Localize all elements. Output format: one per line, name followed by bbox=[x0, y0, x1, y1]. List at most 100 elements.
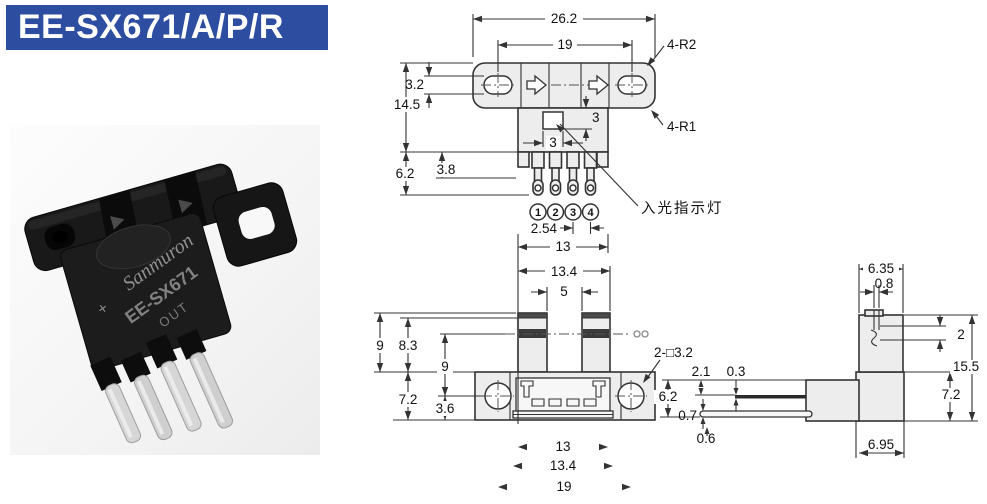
side-view-arrowheads bbox=[664, 265, 976, 457]
dim-axis-height: 9 bbox=[441, 359, 449, 374]
dim-bg bbox=[553, 38, 577, 52]
pin-number-callouts: 1 2 3 4 bbox=[529, 203, 600, 221]
connector-latches bbox=[520, 380, 606, 398]
dim-lead-length: 6.2 bbox=[396, 166, 415, 181]
dim-bg bbox=[432, 163, 460, 177]
dim-overall-width: 26.2 bbox=[551, 11, 577, 26]
dim-base-inner-width: 13.4 bbox=[550, 458, 577, 473]
pin-4-number: 4 bbox=[587, 207, 594, 219]
connector-contacts bbox=[531, 398, 597, 407]
dim-bg bbox=[545, 12, 583, 26]
dim-overall-height: 14.5 bbox=[394, 97, 420, 112]
receiver-arrow-icon bbox=[178, 199, 193, 214]
side-base-tower bbox=[855, 371, 905, 422]
body-boss bbox=[96, 224, 171, 270]
dim-base-depth: 6.95 bbox=[868, 437, 894, 452]
emitter-arrow-icon bbox=[110, 216, 125, 230]
dim-bg bbox=[545, 264, 583, 279]
indicator-label: 入光指示灯 bbox=[641, 200, 724, 217]
dim-indicator-down: 3 bbox=[592, 110, 600, 125]
optical-axis-mark bbox=[641, 330, 649, 338]
ear-hole bbox=[238, 206, 275, 239]
dim-overall-height: 15.5 bbox=[953, 359, 979, 374]
pin-1-number: 1 bbox=[535, 207, 541, 219]
dim-base-height: 7.2 bbox=[399, 392, 418, 407]
pin-3-highlight bbox=[163, 366, 194, 427]
pin-base-1 bbox=[90, 356, 122, 392]
side-head bbox=[858, 314, 904, 373]
dim-bg bbox=[390, 97, 424, 112]
side-view: 6.35 0.8 2 15.5 7.2 6.95 2.1 0.3 6.2 0.7… bbox=[654, 261, 983, 458]
left-hole-shadow bbox=[51, 230, 68, 243]
front-view: 13.4 5 9 8.3 9 7.2 3.6 2-□3.2 13 13.4 19 bbox=[372, 253, 693, 494]
dim-lead-thickness: 0.3 bbox=[727, 364, 746, 379]
left-tower-cap bbox=[517, 312, 548, 319]
pin-1-highlight bbox=[107, 388, 133, 438]
side-connector-block bbox=[805, 379, 860, 422]
dim-body-width: 13 bbox=[555, 239, 570, 254]
optical-slit bbox=[870, 310, 880, 347]
indicator-lamp bbox=[542, 111, 564, 130]
product-photo-art: Sanmuron EE-SX671 OUT + bbox=[24, 163, 298, 444]
dim-bg bbox=[394, 392, 422, 407]
pin-2-number: 2 bbox=[552, 207, 558, 219]
shoulder-left bbox=[517, 151, 530, 168]
bar-section-lines bbox=[520, 63, 610, 108]
dim-bg bbox=[394, 338, 422, 353]
optical-axis-mark bbox=[633, 330, 641, 338]
dim-mount-holes: 2-□3.2 bbox=[654, 345, 693, 360]
dim-slit-width: 0.8 bbox=[875, 276, 894, 291]
dim-bg bbox=[544, 459, 582, 473]
dim-bg bbox=[938, 388, 965, 402]
dim-head-height: 8.3 bbox=[399, 338, 418, 353]
dim-bg bbox=[550, 240, 576, 254]
dim-hole-center-height: 3.6 bbox=[436, 401, 455, 416]
dim-head-width: 13.4 bbox=[551, 264, 578, 279]
dim-bg bbox=[372, 338, 388, 353]
dim-corners-inner: 4-R1 bbox=[667, 119, 696, 134]
dim-hole-pitch: 19 bbox=[557, 37, 572, 52]
right-tower bbox=[581, 312, 611, 373]
dim-plate-thickness: 0.7 bbox=[678, 408, 697, 423]
top-view: 1 2 3 4 26.2 19 4-R2 4-R1 3.2 14.5 6.2 3… bbox=[390, 11, 724, 254]
dim-head-depth: 6.35 bbox=[868, 261, 894, 276]
dim-pin-pitch: 2.54 bbox=[531, 221, 558, 236]
dim-bg bbox=[654, 390, 682, 404]
right-tower-cap bbox=[581, 312, 611, 319]
dim-bg bbox=[552, 480, 576, 494]
pins-photo bbox=[90, 329, 234, 444]
dim-connector-width: 13 bbox=[555, 439, 570, 454]
sensor-body-photo: Sanmuron EE-SX671 OUT + bbox=[24, 163, 298, 444]
dim-bg bbox=[437, 359, 453, 374]
dim-bg bbox=[863, 262, 899, 276]
top-view-pins bbox=[531, 151, 598, 196]
dim-bg bbox=[950, 360, 983, 374]
optical-arrow-right-icon bbox=[588, 74, 610, 96]
dim-lead-shoulder: 3.8 bbox=[437, 162, 456, 177]
side-lead bbox=[735, 395, 806, 399]
dim-indicator-width: 3 bbox=[549, 135, 557, 150]
optical-arrow-left-icon bbox=[526, 74, 548, 96]
side-bottom-plate bbox=[699, 410, 813, 418]
side-view-dim-lines bbox=[660, 264, 978, 458]
dim-hole-height: 3.2 bbox=[405, 77, 424, 92]
dim-lead-offset: 2.1 bbox=[692, 364, 711, 379]
dim-bg bbox=[557, 285, 571, 299]
dim-bg bbox=[550, 440, 576, 454]
pin-2-highlight bbox=[136, 380, 165, 435]
dim-head-height-outer: 9 bbox=[376, 338, 384, 353]
pin-4-highlight bbox=[192, 357, 225, 424]
left-tower bbox=[517, 312, 548, 373]
dim-base-height-right: 7.2 bbox=[942, 387, 961, 402]
pin-base-3 bbox=[145, 333, 178, 369]
model-banner: EE-SX671/A/P/R bbox=[6, 5, 328, 50]
pin-3-number: 3 bbox=[570, 207, 576, 219]
dim-base-height-left: 6.2 bbox=[659, 389, 678, 404]
dim-bg bbox=[431, 401, 459, 416]
model-number: EE-SX671/A/P/R bbox=[18, 8, 284, 46]
dim-mount-pitch: 19 bbox=[556, 479, 571, 494]
dim-corners-outer: 4-R2 bbox=[667, 37, 696, 52]
dim-bg bbox=[546, 136, 560, 150]
